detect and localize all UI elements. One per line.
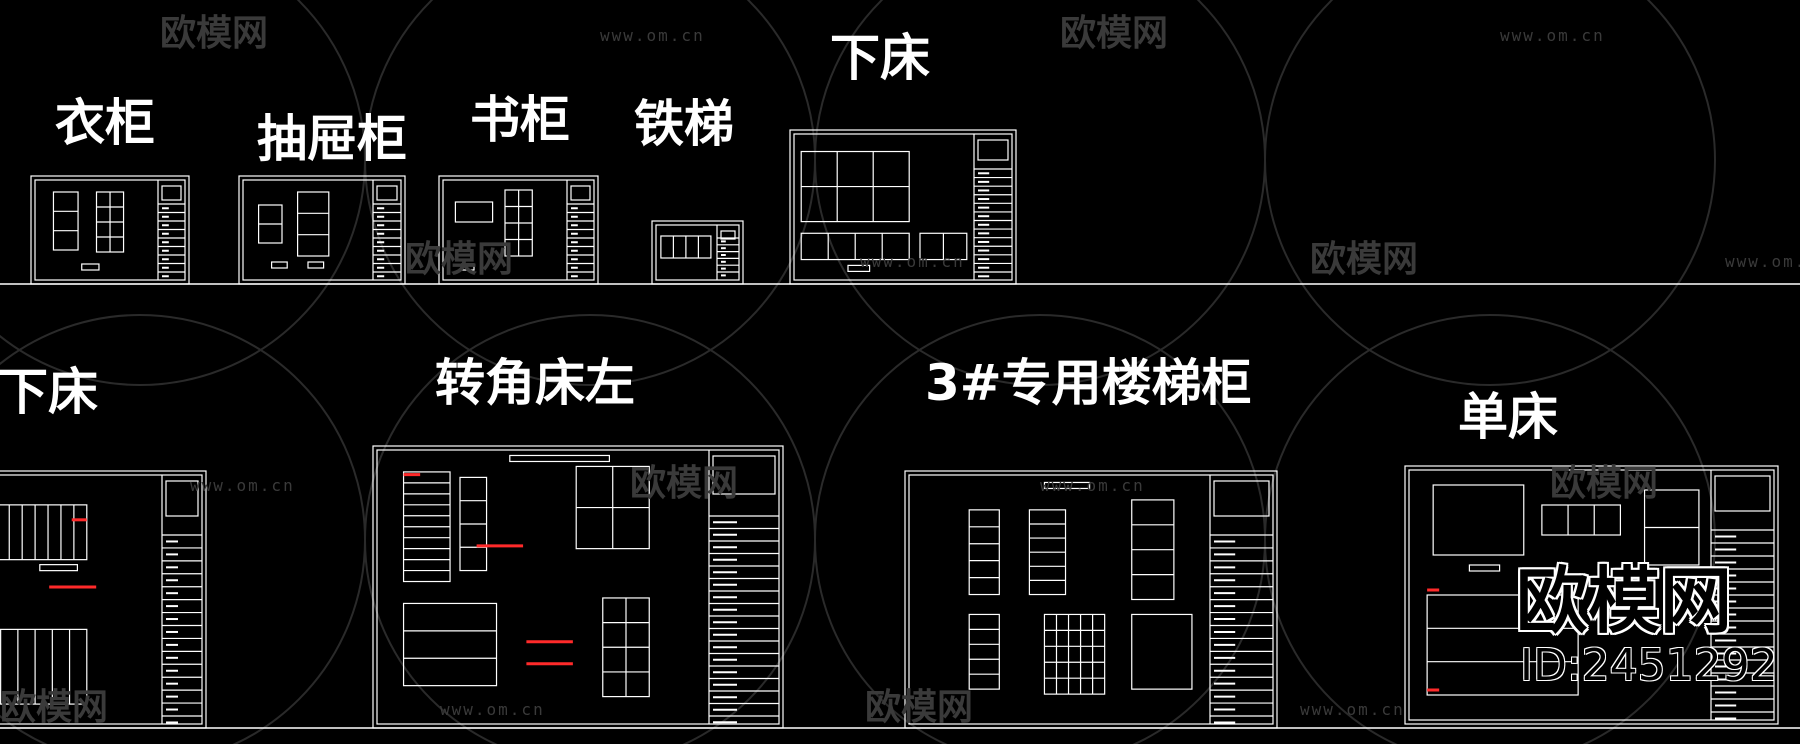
watermark-brand: 欧模网	[630, 463, 739, 504]
sheet-iron-ladder[interactable]	[651, 220, 744, 285]
sheet-single-bed[interactable]	[1404, 465, 1779, 725]
sheet-wardrobe[interactable]	[30, 175, 190, 285]
label-wardrobe: 衣柜	[55, 94, 155, 152]
brand-overlay-id: ID:2451292	[1520, 640, 1778, 691]
watermark-brand: 欧模网	[1310, 239, 1419, 280]
watermark-url: www.om.cn	[860, 252, 965, 271]
watermark-brand: 欧模网	[160, 13, 269, 54]
watermark-url: www.om.cn	[600, 26, 705, 45]
watermark-circles	[0, 0, 1716, 744]
sheet-lower-bed-top[interactable]	[789, 129, 1017, 285]
label-single-bed: 单床	[1458, 388, 1558, 446]
sheet-lower-bed[interactable]	[0, 470, 207, 729]
watermark-url: www.om.cn	[1500, 26, 1605, 45]
watermark-url: www.om.cn	[440, 700, 545, 719]
sheet-drawer-cabinet[interactable]	[238, 175, 406, 285]
sheet-corner-bed-left[interactable]	[372, 445, 784, 729]
watermark-brand: 欧模网	[0, 687, 109, 728]
label-drawer-cabinet: 抽屉柜	[257, 110, 407, 168]
label-bookcase: 书柜	[470, 91, 570, 149]
watermark-url: www.om.cn	[1300, 700, 1405, 719]
label-corner-bed-left: 转角床左	[435, 354, 635, 412]
sheet-stair-cabinet[interactable]	[904, 470, 1278, 729]
label-lower-bed-2: 下床	[0, 363, 98, 421]
label-iron-ladder: 铁梯	[634, 95, 734, 153]
sheet-bookcase[interactable]	[438, 175, 599, 285]
label-stair-cabinet: 3#专用楼梯柜	[925, 354, 1252, 412]
watermark-url: www.om.cn	[190, 476, 295, 495]
watermark-brand: 欧模网	[1060, 13, 1169, 54]
label-lower-bed: 下床	[830, 29, 930, 87]
watermark-brand: 欧模网	[405, 239, 514, 280]
watermark-url: www.om.cn	[1725, 252, 1800, 271]
watermark-brand: 欧模网	[1550, 463, 1659, 504]
brand-overlay-name: 欧模网	[1516, 559, 1733, 643]
watermark-url: www.om.cn	[1040, 476, 1145, 495]
watermark-brand: 欧模网	[865, 687, 974, 728]
